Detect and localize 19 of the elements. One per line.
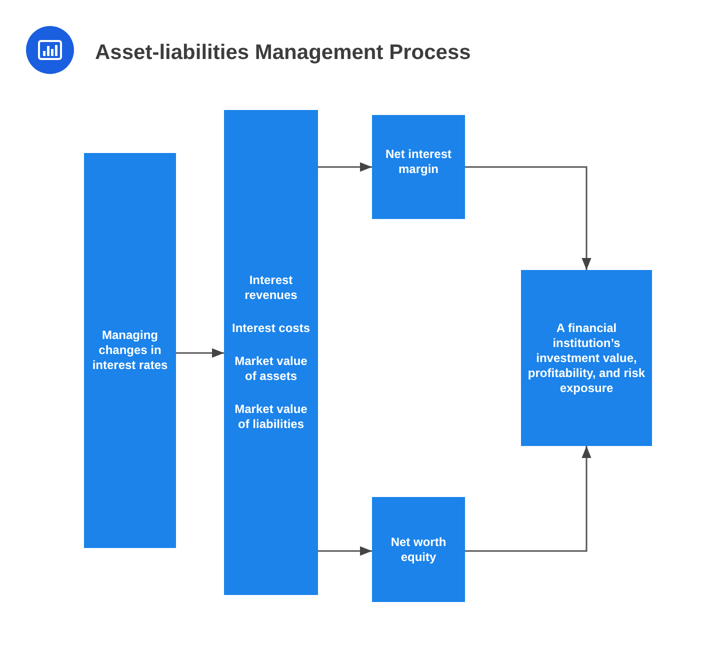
arrow: [318, 162, 372, 172]
arrow: [465, 166, 592, 270]
process-box: [372, 497, 465, 602]
title: Asset-liabilities Management Process: [95, 40, 471, 66]
process-box: [84, 153, 176, 548]
box-label: Managing changes in interest rates: [91, 328, 169, 373]
box-label: Interest costs: [232, 321, 310, 336]
box-label: A financial institution’s investment value, profitability, and risk exposure: [526, 320, 646, 396]
arrow: [318, 546, 372, 556]
process-box: [521, 270, 652, 446]
process-box: [372, 115, 465, 219]
box-label: Net interest margin: [384, 147, 453, 177]
process-box: [224, 110, 318, 595]
box-label: Market value of assets: [234, 354, 308, 384]
arrow: [465, 446, 592, 552]
arrow: [176, 348, 224, 358]
box-label: Market value of liabilities: [234, 402, 308, 432]
box-label: Interest revenues: [244, 273, 298, 303]
box-label: Net worth equity: [390, 534, 448, 564]
